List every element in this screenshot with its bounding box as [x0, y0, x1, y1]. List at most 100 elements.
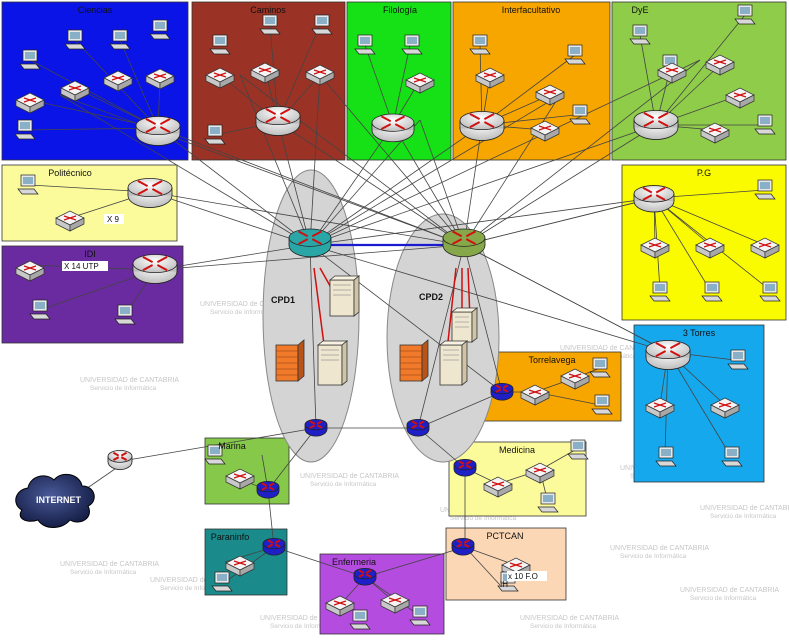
- zone-link: [655, 14, 746, 126]
- router-dye-icon: [633, 110, 679, 140]
- switch-icon: [405, 72, 435, 94]
- cpd1-area: [262, 169, 360, 463]
- zone-link: [364, 44, 394, 126]
- computer-icon: [14, 119, 36, 140]
- zone-link: [277, 24, 321, 123]
- zone-label-marina: Marina: [218, 441, 246, 451]
- computer-icon: [734, 4, 756, 25]
- uplink-cpd1: [309, 124, 657, 246]
- computer-icon: [655, 446, 677, 467]
- switch-icon: [483, 476, 513, 498]
- backbone-link: [127, 427, 317, 461]
- computer-icon: [114, 304, 136, 325]
- watermark-text: UNIVERSIDAD de CANTABRIA: [610, 545, 709, 552]
- computer-icon: [629, 24, 651, 45]
- computer-icon: [727, 349, 749, 370]
- router-idi-icon: [132, 254, 178, 284]
- computer-icon: [209, 34, 231, 55]
- zone-label-torres: 3 Torres: [683, 328, 716, 338]
- computer-icon: [469, 34, 491, 55]
- computer-icon: [149, 19, 171, 40]
- router-enfermeria-icon: [353, 567, 377, 586]
- router-pctcan-icon: [451, 537, 475, 556]
- switch-icon: [55, 210, 85, 232]
- watermark-text: Servicio de Informática: [210, 309, 276, 316]
- uplink-cpd2: [392, 124, 465, 246]
- network-link: [319, 74, 465, 246]
- zone-label-filologia: Filología: [383, 5, 417, 15]
- zone-link: [667, 351, 731, 456]
- internet-cloud: INTERNET: [15, 473, 95, 528]
- switch-icon: [250, 62, 280, 84]
- computer-icon: [109, 29, 131, 50]
- network-link: [239, 74, 311, 246]
- zone-link: [481, 54, 576, 126]
- zone-label-pctcan: PCTCAN: [486, 531, 523, 541]
- internet-router-icon: [107, 449, 133, 471]
- computer-icon: [401, 34, 423, 55]
- backbone-link: [267, 427, 317, 491]
- computer-icon: [589, 357, 611, 378]
- cpd2-firewall-icon: [399, 339, 429, 382]
- backbone-link: [463, 244, 669, 353]
- watermark-text: Servicio de Informática: [160, 585, 226, 592]
- network-link: [59, 94, 465, 246]
- computer-icon: [311, 14, 333, 35]
- switch-icon: [225, 468, 255, 490]
- watermark-text: UNIVERSIDAD de CANTABRIA: [260, 615, 359, 622]
- computer-icon: [204, 444, 226, 465]
- switch-icon: [475, 67, 505, 89]
- zone-link: [119, 39, 159, 129]
- switch-icon: [725, 87, 755, 109]
- idi-link-label: X 14 UTP: [64, 262, 99, 271]
- internet-label: INTERNET: [36, 495, 82, 505]
- router-ciencias-icon: [135, 116, 181, 146]
- cloud-icon: [15, 473, 95, 528]
- politecnico-link-label: X 9: [107, 215, 120, 224]
- network-link: [59, 94, 311, 246]
- computer-icon: [759, 281, 781, 302]
- pctcan-ih-label: IH: [500, 580, 508, 589]
- watermark-text: Servicio de Informática: [90, 385, 156, 392]
- switch-icon: [705, 54, 735, 76]
- zone-link: [653, 197, 711, 291]
- computer-icon: [19, 49, 41, 70]
- computer-icon: [204, 124, 226, 145]
- switch-icon: [15, 92, 45, 114]
- zone-label-medicina: Medicina: [499, 445, 535, 455]
- cpd1-label: CPD1: [271, 295, 295, 305]
- zone-medicina: [448, 441, 587, 517]
- computer-icon: [211, 571, 233, 592]
- cpd2-label: CPD2: [419, 292, 443, 302]
- pctcan-link-label: x 10 F.O: [508, 572, 538, 581]
- computer-icon: [569, 104, 591, 125]
- router-pg-icon: [633, 185, 675, 213]
- backbone-link: [417, 244, 465, 429]
- uplink-cpd1: [309, 244, 669, 353]
- network-link: [463, 59, 701, 246]
- router-marina-icon: [256, 480, 280, 499]
- backbone-link: [364, 546, 466, 578]
- computer-icon: [64, 29, 86, 50]
- router-torrelavega-icon: [490, 382, 514, 401]
- backbone-link: [463, 197, 655, 246]
- computer-icon: [591, 394, 613, 415]
- switch-icon: [700, 122, 730, 144]
- uplink-cpd1: [149, 191, 311, 246]
- uplink-cpd2: [154, 244, 465, 271]
- network-link: [309, 74, 321, 246]
- computer-icon: [564, 44, 586, 65]
- zone-link: [639, 34, 657, 126]
- switch-icon: [657, 62, 687, 84]
- uplink-cpd2: [157, 127, 465, 246]
- cpd1-server-icon: [316, 340, 349, 386]
- router-caminos-icon: [255, 106, 301, 136]
- switch-icon: [380, 592, 410, 614]
- cpd1-server-icon: [328, 275, 361, 317]
- switch-icon: [535, 84, 565, 106]
- computer-icon: [754, 114, 776, 135]
- switch-icon: [525, 462, 555, 484]
- switch-icon: [225, 555, 255, 577]
